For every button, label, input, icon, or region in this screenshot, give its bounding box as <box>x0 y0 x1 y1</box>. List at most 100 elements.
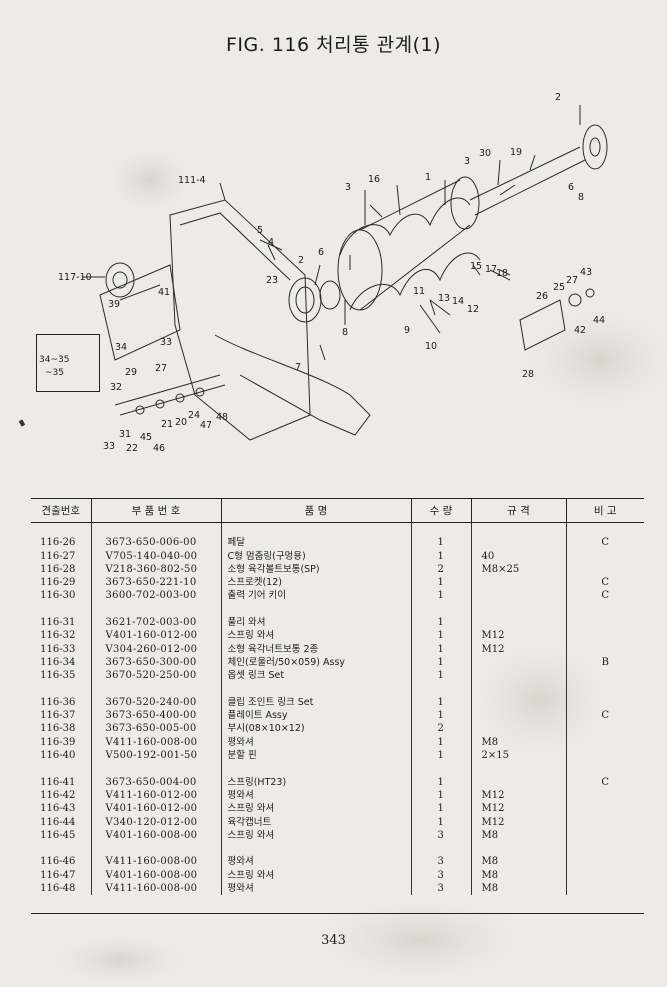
part-name-cell: 스프링 와셔 <box>220 828 411 843</box>
exploded-parts-diagram: 111-4 117-10 3 16 1 3 30 19 2 6 8 5 4 23… <box>58 92 608 454</box>
item-number-cell: 116-39 <box>40 736 76 748</box>
item-number-cell: 116-42 <box>40 789 76 801</box>
svg-text:16: 16 <box>368 174 380 185</box>
svg-text:117-10: 117-10 <box>58 272 92 283</box>
spacer-cell <box>31 683 91 696</box>
item-number-cell: 116-32 <box>40 630 76 642</box>
remark-cell: C <box>565 709 644 723</box>
quantity-cell: 1 <box>410 775 471 789</box>
svg-text:6: 6 <box>318 247 324 258</box>
quantity-cell: 1 <box>410 616 471 630</box>
column-header-part-name: 품 명 <box>220 498 411 523</box>
callout-label: ~35 <box>45 368 64 378</box>
item-number-cell: 116-43 <box>40 803 76 815</box>
remark-cell: C <box>565 536 644 550</box>
spacer-cell <box>410 522 471 537</box>
part-name-cell: 부시(08×10×12) <box>220 722 411 736</box>
part-number-cell: V401-160-012-00 <box>90 629 221 643</box>
svg-text:23: 23 <box>266 275 278 286</box>
quantity-cell: 2 <box>410 722 471 736</box>
remark-cell <box>565 828 644 843</box>
remark-cell <box>565 562 644 577</box>
svg-text:3: 3 <box>464 156 470 167</box>
part-number-cell: 3673-650-006-00 <box>90 536 221 550</box>
quantity-cell: 1 <box>410 536 471 550</box>
part-name-cell: 스프링(HT23) <box>220 775 411 789</box>
spec-cell: M12 <box>470 802 566 816</box>
svg-text:8: 8 <box>342 327 348 338</box>
part-name-cell: 스프링 와셔 <box>220 802 411 816</box>
spacer-cell <box>470 602 566 617</box>
part-number-cell: 3673-650-004-00 <box>90 775 221 789</box>
group-spacer <box>31 602 644 617</box>
remark-cell <box>565 616 644 630</box>
svg-text:33: 33 <box>103 441 115 452</box>
svg-text:8: 8 <box>578 192 584 203</box>
part-name-cell: 클립 조인트 링크 Set <box>220 695 411 710</box>
spacer-cell <box>31 523 91 537</box>
svg-text:2: 2 <box>555 92 561 103</box>
svg-text:19: 19 <box>510 147 522 158</box>
svg-text:45: 45 <box>140 432 152 443</box>
svg-text:14: 14 <box>452 296 464 307</box>
spacer-cell <box>90 682 221 696</box>
part-name-cell: 체인(로울러/50×059) Assy <box>220 655 411 670</box>
column-header-spec: 규 격 <box>470 498 566 523</box>
spacer-cell <box>220 682 411 696</box>
group-spacer <box>31 762 644 776</box>
group-spacer <box>31 842 644 856</box>
quantity-cell: 2 <box>410 562 471 577</box>
spec-cell <box>470 722 566 736</box>
spec-cell <box>470 775 566 789</box>
svg-text:39: 39 <box>108 299 120 310</box>
part-name-cell: 평와셔 <box>220 735 411 750</box>
item-number-cell: 116-33 <box>40 643 76 655</box>
svg-text:5: 5 <box>257 225 263 236</box>
spec-cell: M12 <box>470 629 566 643</box>
spacer-cell <box>470 522 566 537</box>
spacer-cell <box>565 522 644 537</box>
spec-cell <box>470 576 566 590</box>
part-number-cell: V705-140-040-00 <box>90 549 221 563</box>
spec-cell: M12 <box>470 815 566 829</box>
part-number-cell: 3673-650-300-00 <box>90 655 221 670</box>
spec-cell: M8 <box>470 868 566 883</box>
spec-cell: M12 <box>470 788 566 803</box>
spacer-cell <box>90 602 221 617</box>
spacer-cell <box>220 842 411 856</box>
part-name-cell: 육각캡너트 <box>220 815 411 829</box>
svg-text:44: 44 <box>593 315 605 326</box>
svg-text:28: 28 <box>522 369 534 380</box>
spacer-cell <box>31 762 91 775</box>
remark-cell <box>565 629 644 643</box>
part-name-cell: 평와셔 <box>220 788 411 803</box>
part-number-cell: 3673-650-400-00 <box>90 709 221 723</box>
spec-cell: M8 <box>470 855 566 869</box>
svg-text:4: 4 <box>268 237 274 248</box>
quantity-cell: 1 <box>410 629 471 643</box>
item-number-cell: 116-41 <box>40 776 76 788</box>
part-name-cell: 출력 기어 키이 <box>220 589 411 603</box>
svg-text:34: 34 <box>115 342 127 353</box>
svg-text:6: 6 <box>568 182 574 193</box>
spec-cell <box>470 709 566 723</box>
spacer-cell <box>470 682 566 696</box>
svg-text:20: 20 <box>175 417 187 428</box>
part-number-cell: V218-360-802-50 <box>90 562 221 577</box>
svg-text:111-4: 111-4 <box>178 175 206 186</box>
spacer-cell <box>565 682 644 696</box>
svg-text:17: 17 <box>485 264 497 275</box>
spacer-cell <box>220 522 411 537</box>
part-name-cell: 스프링 와셔 <box>220 629 411 643</box>
svg-text:21: 21 <box>161 419 173 430</box>
